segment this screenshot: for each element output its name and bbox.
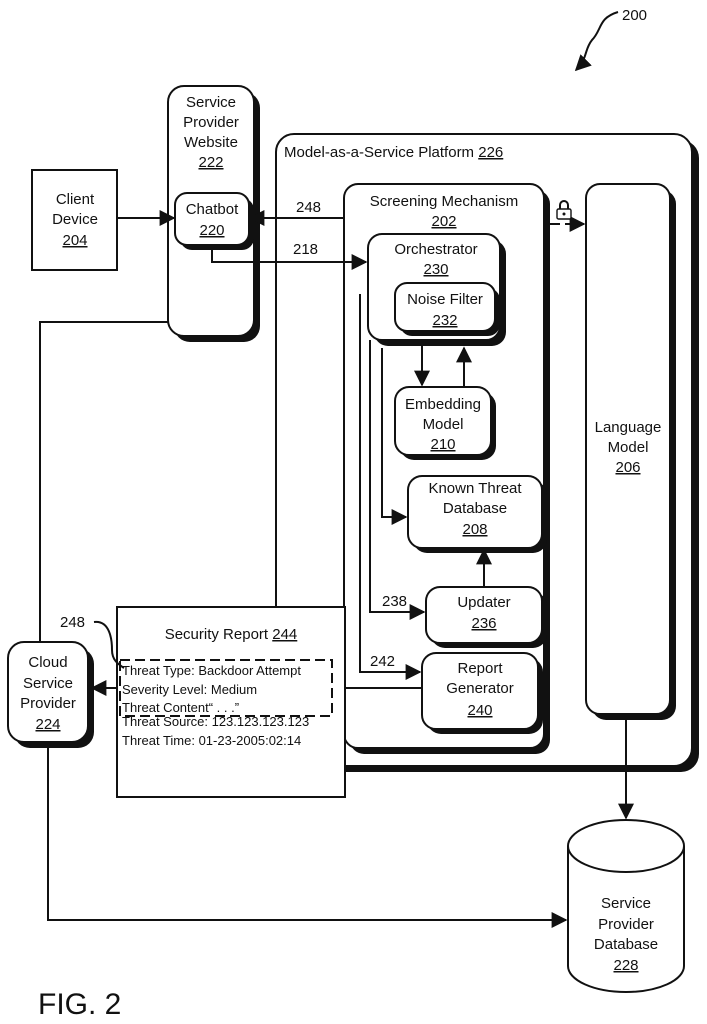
report-line-severity: Severity Level: Medium — [122, 682, 257, 697]
client-device-box: Client Device 204 — [32, 170, 117, 270]
embedding-line2: Model — [423, 416, 464, 433]
report-callout-ref: 248 — [60, 614, 85, 631]
provider-db-ref: 228 — [613, 957, 638, 974]
updater-ref: 236 — [471, 615, 496, 632]
figure-caption: FIG. 2 — [38, 988, 121, 1021]
embedding-model-box: Embedding Model 210 — [395, 387, 496, 460]
security-report-ref: 244 — [272, 626, 297, 643]
platform-label: Model-as-a-Service Platform — [284, 144, 474, 161]
report-generator-line2: Generator — [446, 680, 514, 697]
arrow-238-label: 238 — [382, 593, 407, 610]
noise-filter-box: Noise Filter 232 — [395, 283, 500, 336]
noise-filter-ref: 232 — [432, 312, 457, 329]
screening-label: Screening Mechanism — [370, 193, 518, 210]
arrow-218-label: 218 — [293, 241, 318, 258]
cloud-line3: Provider — [20, 695, 76, 712]
noise-filter-label: Noise Filter — [407, 291, 483, 308]
language-model-line2: Model — [608, 439, 649, 456]
report-line-time: Threat Time: 01-23-2005:02:14 — [122, 733, 301, 748]
known-threat-line1: Known Threat — [428, 480, 522, 497]
provider-db-line1: Service — [601, 895, 651, 912]
figure-ref: 200 — [622, 7, 647, 24]
provider-db-line2: Provider — [598, 916, 654, 933]
website-line3: Website — [184, 134, 238, 151]
orchestrator-label: Orchestrator — [394, 241, 477, 258]
cloud-ref: 224 — [35, 716, 60, 733]
screening-ref: 202 — [431, 213, 456, 230]
cloud-service-provider-box: Cloud Service Provider 224 — [8, 642, 94, 748]
chatbot-label: Chatbot — [186, 201, 239, 218]
embedding-ref: 210 — [430, 436, 455, 453]
report-generator-line1: Report — [457, 660, 503, 677]
language-model-line1: Language — [595, 419, 662, 436]
website-line1: Service — [186, 94, 236, 111]
arrow-248-label: 248 — [296, 199, 321, 216]
client-device-line2: Device — [52, 211, 98, 228]
figure-ref-arrow — [576, 12, 618, 70]
svg-text:Security Report 244: Security Report 244 — [165, 626, 298, 643]
client-device-ref: 204 — [62, 232, 87, 249]
report-generator-box: Report Generator 240 — [422, 653, 543, 734]
chatbot-box: Chatbot 220 — [175, 193, 254, 250]
website-line2: Provider — [183, 114, 239, 131]
known-threat-ref: 208 — [462, 521, 487, 538]
language-model-box: Language Model 206 — [586, 184, 676, 720]
website-ref: 222 — [198, 154, 223, 171]
line-website-to-cloud — [40, 322, 168, 642]
orchestrator-ref: 230 — [423, 261, 448, 278]
report-line-source: Threat Source: 123.123.123.123 — [122, 714, 309, 729]
known-threat-line2: Database — [443, 500, 507, 517]
client-device-line1: Client — [56, 191, 95, 208]
platform-ref: 226 — [478, 144, 503, 161]
embedding-line1: Embedding — [405, 396, 481, 413]
updater-box: Updater 236 — [426, 587, 547, 648]
cloud-line1: Cloud — [28, 654, 67, 671]
cloud-line2: Service — [23, 675, 73, 692]
language-model-ref: 206 — [615, 459, 640, 476]
svg-text:Model-as-a-Service Platform 22: Model-as-a-Service Platform 226 — [284, 144, 503, 161]
report-generator-ref: 240 — [467, 702, 492, 719]
report-line-threat-type: Threat Type: Backdoor Attempt — [122, 663, 301, 678]
report-line-content: Threat Content“ . . .” — [122, 700, 239, 715]
known-threat-database-box: Known Threat Database 208 — [408, 476, 547, 553]
service-provider-database-cylinder: Service Provider Database 228 — [568, 820, 684, 992]
chatbot-ref: 220 — [199, 222, 224, 239]
security-report-label: Security Report — [165, 626, 269, 643]
security-report-box: Security Report 244 Threat Type: Backdoo… — [117, 607, 345, 797]
arrow-242-label: 242 — [370, 653, 395, 670]
provider-db-line3: Database — [594, 936, 658, 953]
updater-label: Updater — [457, 594, 510, 611]
